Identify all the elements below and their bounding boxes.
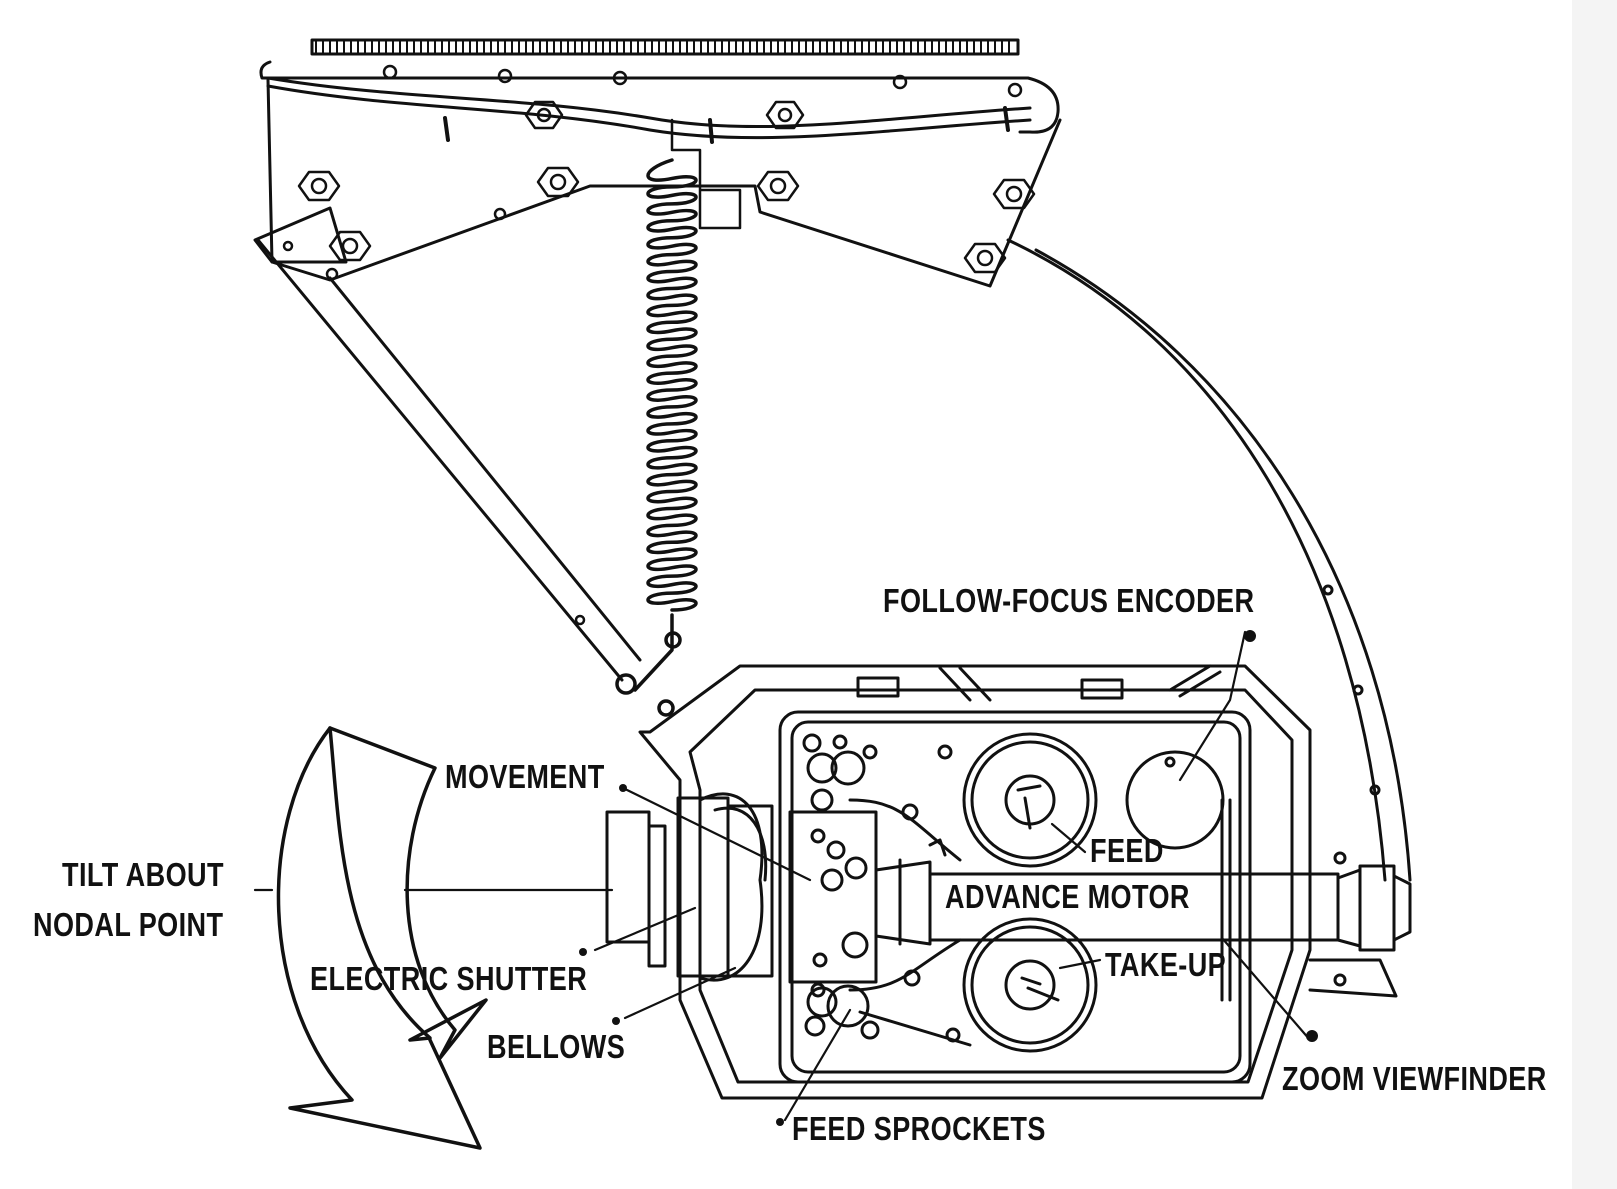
coiled-cable — [615, 118, 742, 717]
label-feed-sprockets: FEED SPROCKETS — [792, 1110, 1046, 1147]
label-tilt-line1: TILT ABOUT — [62, 856, 224, 893]
leader-dots — [579, 630, 1318, 1126]
label-electric-shutter: ELECTRIC SHUTTER — [310, 960, 588, 997]
label-movement: MOVEMENT — [445, 758, 605, 795]
leader-lines — [253, 630, 1312, 1122]
bracket-bolts — [282, 64, 1036, 626]
lens-assembly — [605, 584, 1412, 998]
camera-body — [638, 664, 1312, 1100]
label-zoom-viewfinder: ZOOM VIEWFINDER — [1282, 1060, 1547, 1097]
label-advance-motor: ADVANCE MOTOR — [945, 878, 1190, 915]
label-follow-focus-encoder: FOLLOW-FOCUS ENCODER — [883, 582, 1255, 619]
tilt-arrow — [276, 726, 488, 1150]
label-take-up: TAKE-UP — [1105, 946, 1227, 983]
scan-margin — [1572, 0, 1617, 1189]
label-feed: FEED — [1090, 832, 1164, 869]
label-bellows: BELLOWS — [487, 1028, 626, 1065]
label-tilt-line2: NODAL POINT — [33, 906, 224, 943]
top-gear-strip — [310, 38, 1020, 56]
